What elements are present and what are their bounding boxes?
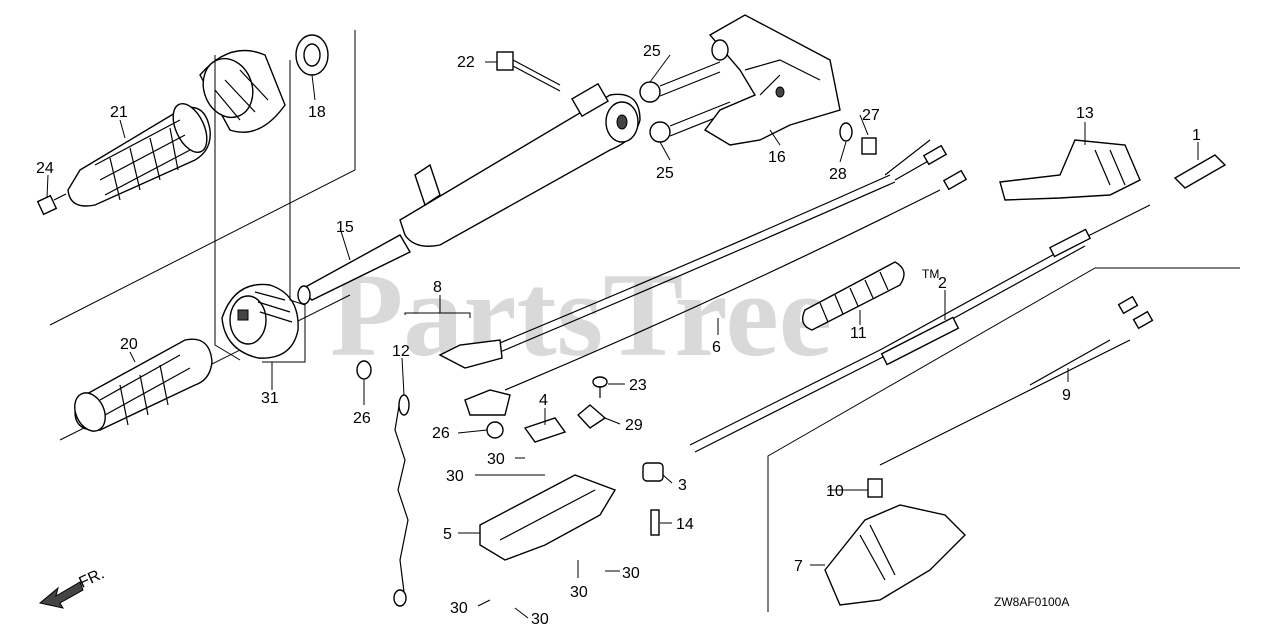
- callout-leaders: [46, 54, 1199, 619]
- part-9-wire-harness[interactable]: [879, 295, 1154, 466]
- part-23-screw[interactable]: [592, 376, 608, 398]
- callout-11: 11: [850, 325, 867, 342]
- grip-sleeve: [199, 49, 286, 133]
- part-1-clip[interactable]: [1173, 154, 1227, 189]
- part-8-bracket-line: [404, 312, 471, 318]
- part-18-washer[interactable]: [295, 34, 329, 76]
- part-3-clip[interactable]: [642, 462, 664, 482]
- part-26-grommet-left[interactable]: [356, 360, 372, 380]
- callout-12: 12: [392, 343, 410, 360]
- part-31-throttle-drum[interactable]: [221, 283, 299, 359]
- callout-23: 23: [629, 377, 647, 394]
- drum-leader-left: [214, 55, 241, 361]
- callout-8: 8: [433, 279, 442, 296]
- callout-10: 10: [826, 483, 844, 500]
- drum-leader-right: [262, 60, 306, 363]
- callout-3: 3: [678, 477, 687, 494]
- callout-29: 29: [625, 417, 643, 434]
- callout-22: 22: [457, 54, 475, 71]
- part-10-grommet[interactable]: [867, 478, 883, 498]
- front-indicator-label: FR.: [77, 565, 108, 591]
- callout-25-upper: 25: [643, 43, 661, 60]
- callout-27: 27: [862, 107, 880, 124]
- callout-4: 4: [539, 392, 548, 409]
- part-22-bolt[interactable]: [496, 51, 561, 92]
- tiller-section-frame: [767, 267, 1240, 612]
- callout-labels: 1 2 3 4 5 6 7 8 9 10 11 12 13 14 15 16 1…: [36, 43, 1201, 628]
- callout-21: 21: [110, 104, 128, 121]
- part-25-bolt-upper[interactable]: [639, 61, 721, 103]
- part-27-nut[interactable]: [861, 137, 877, 155]
- callout-26-right: 26: [432, 425, 450, 442]
- part-26-grommet-right[interactable]: [486, 421, 504, 439]
- callout-13: 13: [1076, 105, 1094, 122]
- part-20-grip[interactable]: [69, 338, 213, 436]
- part-24-bolt[interactable]: [36, 193, 67, 216]
- callout-30-a: 30: [487, 451, 505, 468]
- callout-6: 6: [712, 339, 721, 356]
- callout-14: 14: [676, 516, 694, 533]
- part-13-switch[interactable]: [999, 139, 1141, 201]
- callout-1: 1: [1192, 127, 1201, 144]
- callout-18: 18: [308, 104, 326, 121]
- callout-2: 2: [938, 275, 947, 292]
- callout-9: 9: [1062, 387, 1071, 404]
- part-29-clamp[interactable]: [576, 404, 607, 429]
- part-2-throttle-cable[interactable]: [689, 204, 1151, 453]
- callout-26-left: 26: [353, 410, 371, 427]
- part-14-pin[interactable]: [650, 509, 660, 536]
- callout-31: 31: [261, 390, 279, 407]
- part-12-lanyard[interactable]: [393, 394, 410, 607]
- callout-7: 7: [794, 558, 803, 575]
- part-7-lower-cover[interactable]: [824, 504, 966, 606]
- callout-24: 24: [36, 160, 54, 177]
- part-15-tiller-shaft[interactable]: [297, 82, 641, 305]
- callout-30-e: 30: [450, 600, 468, 617]
- diagram-code: ZW8AF0100A: [994, 595, 1069, 609]
- part-21-throttle-grip[interactable]: [67, 99, 214, 207]
- callout-30-c: 30: [570, 584, 588, 601]
- callout-20: 20: [120, 336, 138, 353]
- callout-16: 16: [768, 149, 786, 166]
- callout-15: 15: [336, 219, 354, 236]
- callout-30-b: 30: [446, 468, 464, 485]
- watermark-text: PartsTree: [330, 248, 832, 381]
- callout-5: 5: [443, 526, 452, 543]
- part-6-stop-cable[interactable]: [438, 139, 968, 416]
- callout-30-d: 30: [622, 565, 640, 582]
- front-arrow-icon: [38, 581, 84, 609]
- part-11-grip-cover[interactable]: [802, 261, 905, 331]
- callout-30-f: 30: [531, 611, 549, 628]
- part-16-bracket[interactable]: [703, 14, 841, 146]
- trademark-mark: TM: [922, 267, 939, 281]
- callout-28: 28: [829, 166, 847, 183]
- part-5-upper-cover[interactable]: [479, 474, 617, 561]
- callout-25-lower: 25: [656, 165, 674, 182]
- part-28-washer[interactable]: [839, 122, 853, 142]
